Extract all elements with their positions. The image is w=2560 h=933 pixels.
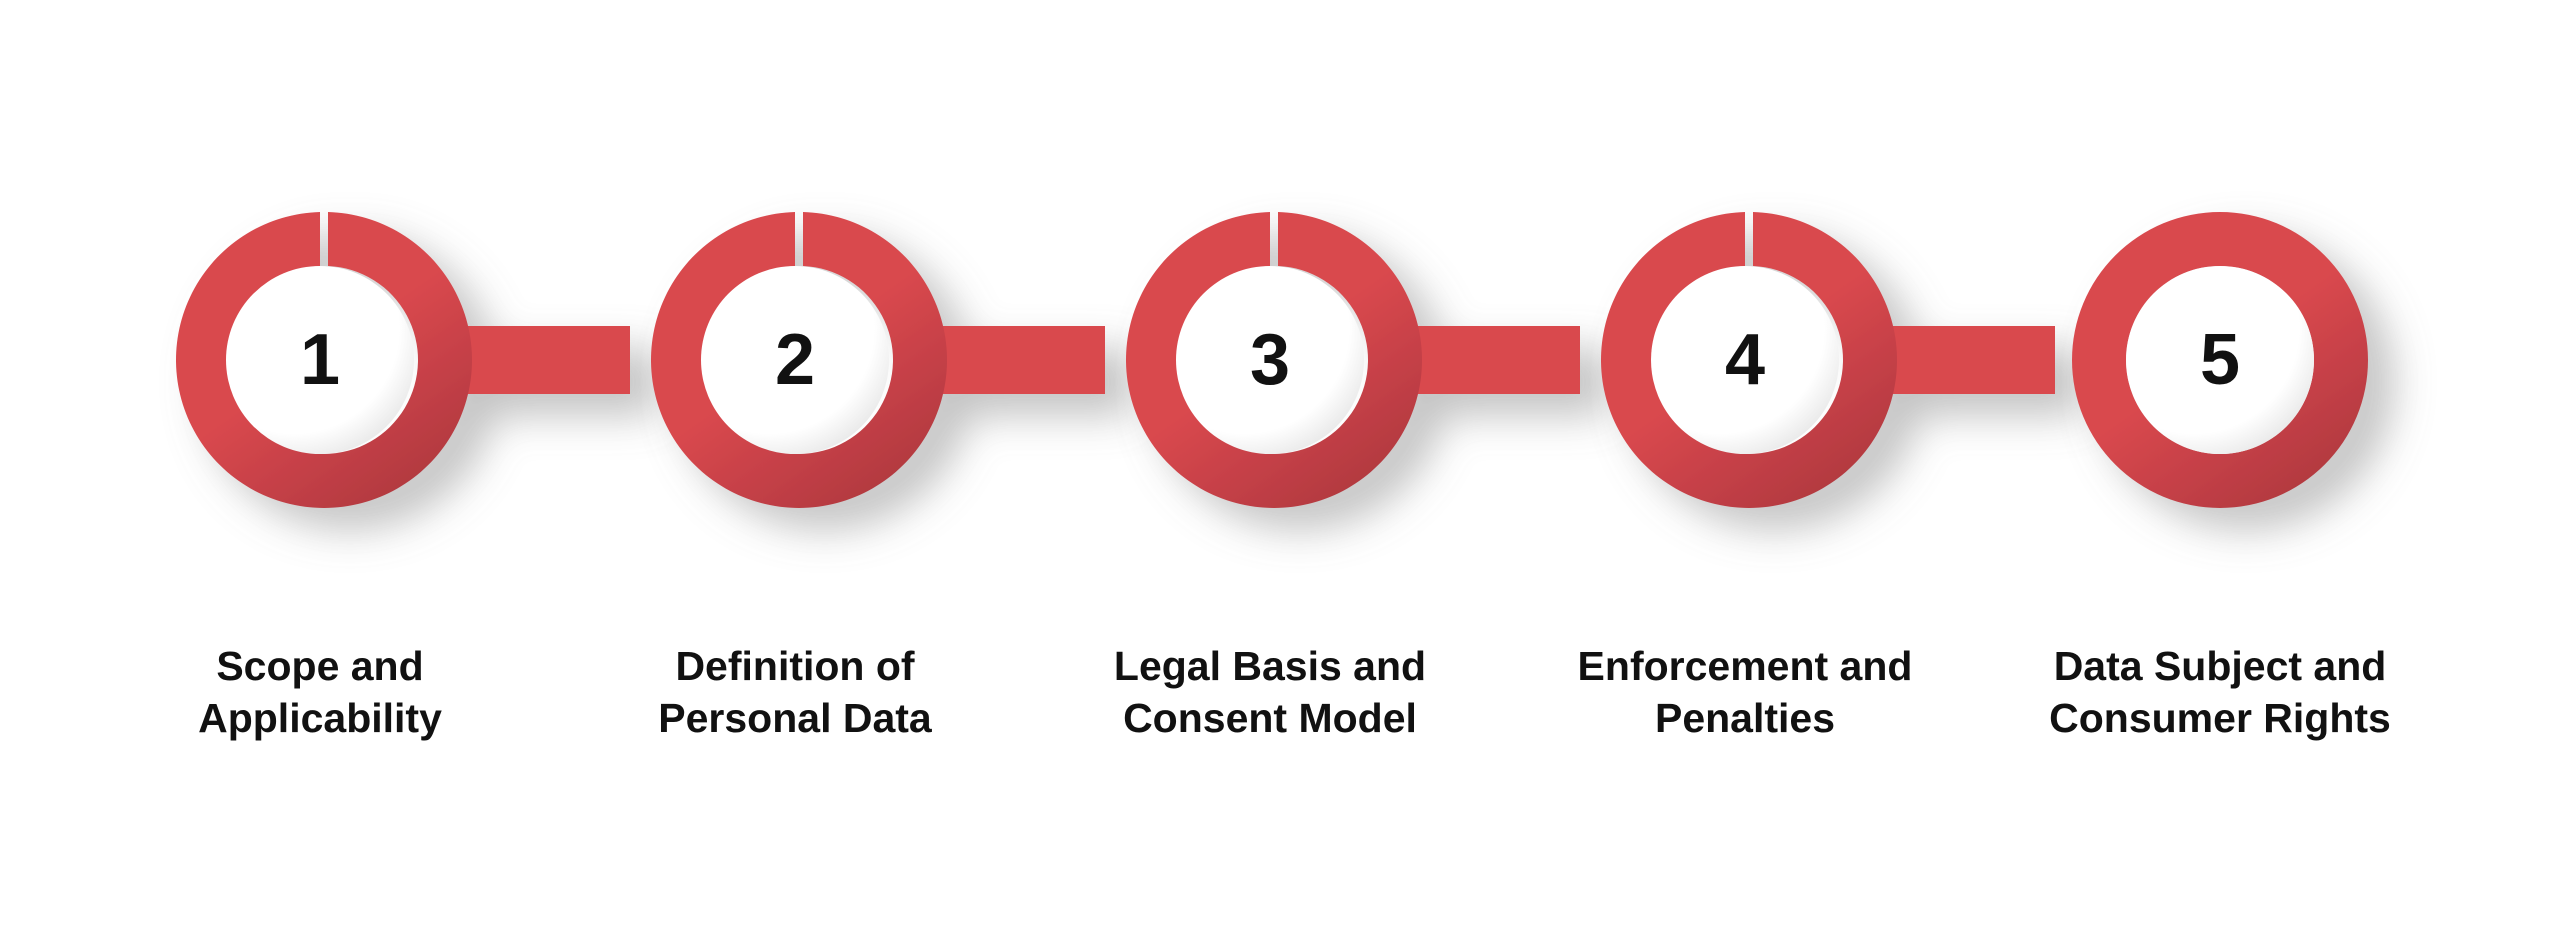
step-4-ring-graphic bbox=[1601, 212, 2055, 508]
step-5[interactable]: 5 Data Subject and Consumer Rights bbox=[2020, 150, 2490, 870]
step-2-ring-wrap: 2 bbox=[595, 150, 1105, 570]
step-5-label: Data Subject and Consumer Rights bbox=[2049, 643, 2391, 742]
step-4[interactable]: 4 Enforcement and Penalties bbox=[1545, 150, 2055, 870]
step-4-label: Enforcement and Penalties bbox=[1577, 643, 1913, 742]
step-1[interactable]: 1 Scope and Applicability bbox=[120, 150, 630, 870]
step-5-ring-graphic bbox=[2072, 212, 2368, 508]
step-2-ring-graphic bbox=[651, 212, 1105, 508]
step-3-ring-wrap: 3 bbox=[1070, 150, 1580, 570]
step-3-ring-graphic bbox=[1126, 212, 1580, 508]
step-4-ring-wrap: 4 bbox=[1545, 150, 2055, 570]
step-2[interactable]: 2 Definition of Personal Data bbox=[595, 150, 1105, 870]
step-2-label: Definition of Personal Data bbox=[658, 643, 932, 742]
step-3-label: Legal Basis and Consent Model bbox=[1113, 643, 1427, 742]
step-1-label: Scope and Applicability bbox=[198, 643, 442, 742]
step-1-ring-graphic bbox=[176, 212, 630, 508]
step-5-ring-wrap: 5 bbox=[2020, 150, 2490, 570]
step-1-ring-wrap: 1 bbox=[120, 150, 630, 570]
step-3[interactable]: 3 Legal Basis and Consent Model bbox=[1070, 150, 1580, 870]
